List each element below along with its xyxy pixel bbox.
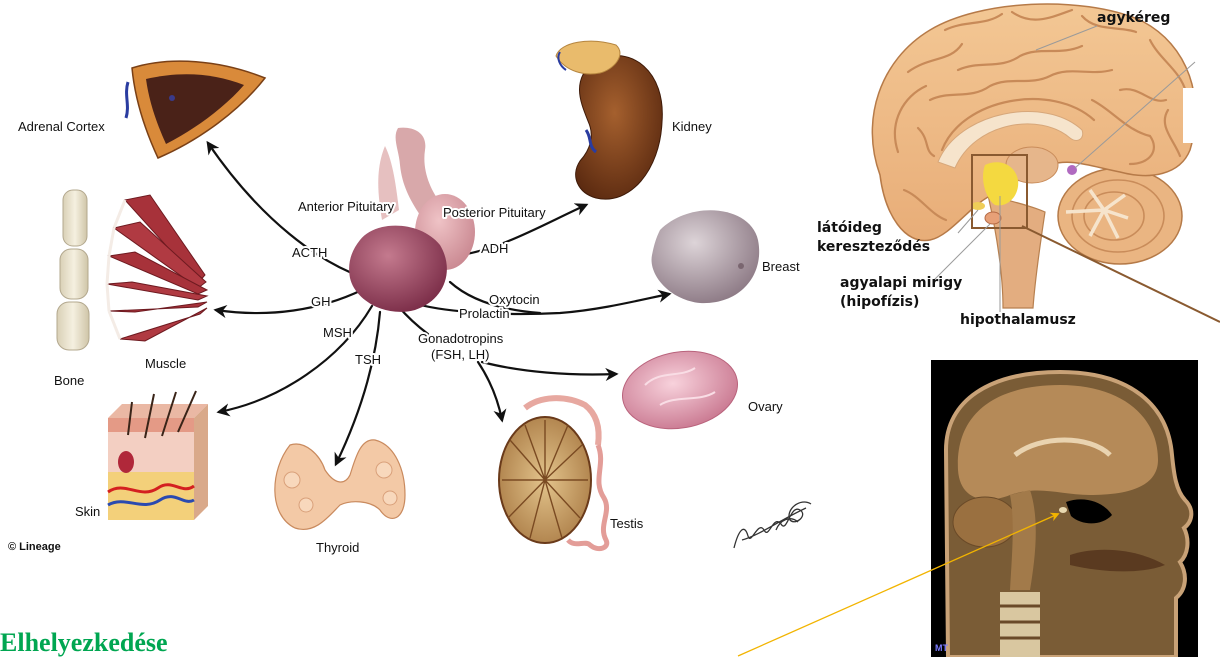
bone-segment (63, 190, 87, 246)
gh-label: GH (311, 294, 331, 309)
tsh-label: TSH (355, 352, 381, 367)
testis-label: Testis (610, 516, 644, 531)
cortex-label: agykéreg (1097, 10, 1170, 26)
muscle-tendons (107, 200, 125, 339)
bone-illustration (57, 190, 89, 350)
bone-segment (60, 249, 88, 299)
acth-label: ACTH (292, 245, 327, 260)
adrenal-vessel (126, 82, 128, 118)
breast-illustration (652, 210, 760, 303)
spine-column (1000, 592, 1040, 657)
bone-segment (57, 302, 89, 350)
bone-label: Bone (54, 373, 84, 388)
muscle-fiber (120, 308, 207, 341)
skin-gland (118, 451, 134, 473)
kidney-body (576, 55, 663, 199)
head-pituitary (1059, 507, 1067, 513)
breast-nipple (738, 263, 744, 269)
signature (734, 502, 811, 548)
hypothalamus-label: hipothalamusz (960, 312, 1076, 328)
pineal-gland (1067, 165, 1077, 175)
white-mask (1183, 88, 1220, 143)
gh-arrow (216, 290, 362, 313)
thyroid-follicle (284, 472, 300, 488)
anterior-lobe (349, 226, 447, 312)
pituitary-small (985, 212, 1001, 224)
brainstem (988, 195, 1045, 308)
head-brainstem (1010, 490, 1036, 590)
head-section-photo: MT (931, 360, 1198, 657)
fsh-lh-label: (FSH, LH) (431, 347, 490, 362)
ovary-label: Ovary (748, 399, 783, 414)
pituitary-label-line1: agyalapi mirigy (840, 275, 962, 291)
kidney-label: Kidney (672, 119, 712, 134)
optic-chiasm-label-line2: kereszteződés (817, 239, 930, 255)
optic-chiasm-label-line1: látóideg (817, 220, 882, 236)
adrenal-spot (169, 95, 175, 101)
cerebellum (1058, 168, 1182, 264)
gonadotropins-label: Gonadotropins (418, 331, 504, 346)
ovary-illustration (616, 343, 743, 438)
ovary-arrow (482, 362, 616, 375)
credit-label: © Lineage (8, 541, 61, 553)
thyroid-follicle (376, 462, 392, 478)
ovary-shape (616, 343, 743, 438)
muscle-label: Muscle (145, 356, 186, 371)
breast-label: Breast (762, 259, 800, 274)
testis-illustration (499, 398, 607, 548)
kidney-illustration (556, 41, 662, 199)
muscle-fiber (109, 302, 207, 312)
skin-illustration (108, 391, 208, 520)
thyroid-follicle (299, 498, 313, 512)
thyroid-label: Thyroid (316, 540, 359, 555)
testis-arrow (478, 362, 502, 420)
adrenal-cortex-label: Adrenal Cortex (18, 119, 105, 134)
pituitary-label-line2: (hipofízis) (840, 294, 919, 310)
oxytocin-label: Oxytocin (489, 292, 540, 307)
skin-label: Skin (75, 504, 100, 519)
skin-hypodermis (108, 472, 194, 520)
prolactin-label: Prolactin (459, 306, 510, 321)
skin-top-surface (108, 404, 208, 418)
anterior-pituitary-label: Anterior Pituitary (298, 199, 395, 214)
skin-side-face (194, 404, 208, 520)
breast-shape (652, 210, 760, 303)
msh-arrow (219, 306, 372, 412)
msh-label: MSH (323, 325, 352, 340)
optic-chiasm (971, 202, 985, 210)
head-cerebellum (953, 497, 1017, 547)
head-spine (1000, 592, 1040, 657)
posterior-pituitary-label: Posterior Pituitary (443, 205, 546, 220)
thyroid-follicle (383, 491, 397, 505)
heading-container: Elhelyezkedése (0, 628, 300, 657)
photo-corner-tag: MT (935, 643, 948, 653)
adh-label: ADH (481, 241, 508, 256)
muscle-illustration (107, 195, 207, 341)
section-heading: Elhelyezkedése (0, 628, 300, 657)
adrenal-cortex-illustration (126, 61, 265, 158)
